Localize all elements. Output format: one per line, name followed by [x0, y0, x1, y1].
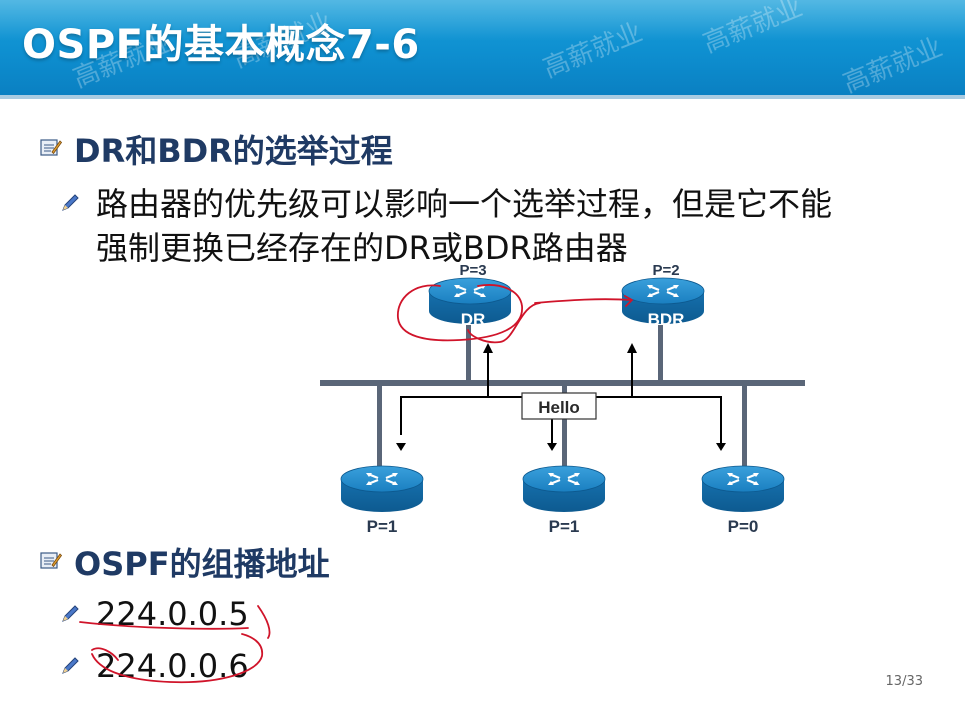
bdr-link: [658, 325, 663, 381]
notepad-bullet-icon: [40, 552, 62, 569]
router-right-link: [742, 386, 747, 476]
multicast-address-allspf: 224.0.0.5: [96, 595, 249, 633]
title-divider: [0, 95, 965, 99]
router-left-priority: P=1: [367, 517, 398, 536]
pencil-bullet-icon: [62, 605, 79, 622]
router-right-priority: P=0: [728, 517, 759, 536]
bdr-priority-label: P=2: [652, 262, 679, 279]
dr-label: DR: [461, 310, 486, 329]
router-left-link: [377, 386, 382, 476]
dr-link: [466, 325, 471, 381]
election-bullet-line2: 强制更换已经存在的DR或BDR路由器: [96, 229, 628, 267]
title-bar: 高薪就业 高薪就业 高薪就业 高薪就业 高薪就业 OSPF的基本概念7-6: [0, 0, 965, 95]
router-right-icon: [700, 464, 786, 514]
dr-priority-label: P=3: [459, 262, 486, 279]
pencil-bullet-icon: [62, 657, 79, 674]
election-bullet-line1: 路由器的优先级可以影响一个选举过程，但是它不能: [96, 185, 833, 223]
notepad-bullet-icon: [40, 139, 62, 156]
dr-election-diagram: Hello P=3 DR P=2 BDR P=1 P=1 P=0: [320, 262, 805, 536]
ethernet-bus: [320, 380, 805, 386]
page-number: 13/33: [885, 674, 923, 689]
hello-label: Hello: [538, 398, 580, 417]
bdr-label: BDR: [648, 310, 685, 329]
router-mid-link: [562, 386, 567, 476]
router-mid-icon: [521, 464, 607, 514]
router-left-icon: [339, 464, 425, 514]
hello-packet-box: [521, 392, 597, 420]
section-heading-election: DR和BDR的选举过程: [74, 132, 393, 170]
router-mid-priority: P=1: [549, 517, 580, 536]
section-heading-multicast: OSPF的组播地址: [74, 545, 330, 583]
pencil-bullet-icon: [62, 194, 79, 211]
slide-title: OSPF的基本概念7-6: [22, 22, 420, 68]
multicast-address-alldr: 224.0.0.6: [96, 647, 249, 685]
